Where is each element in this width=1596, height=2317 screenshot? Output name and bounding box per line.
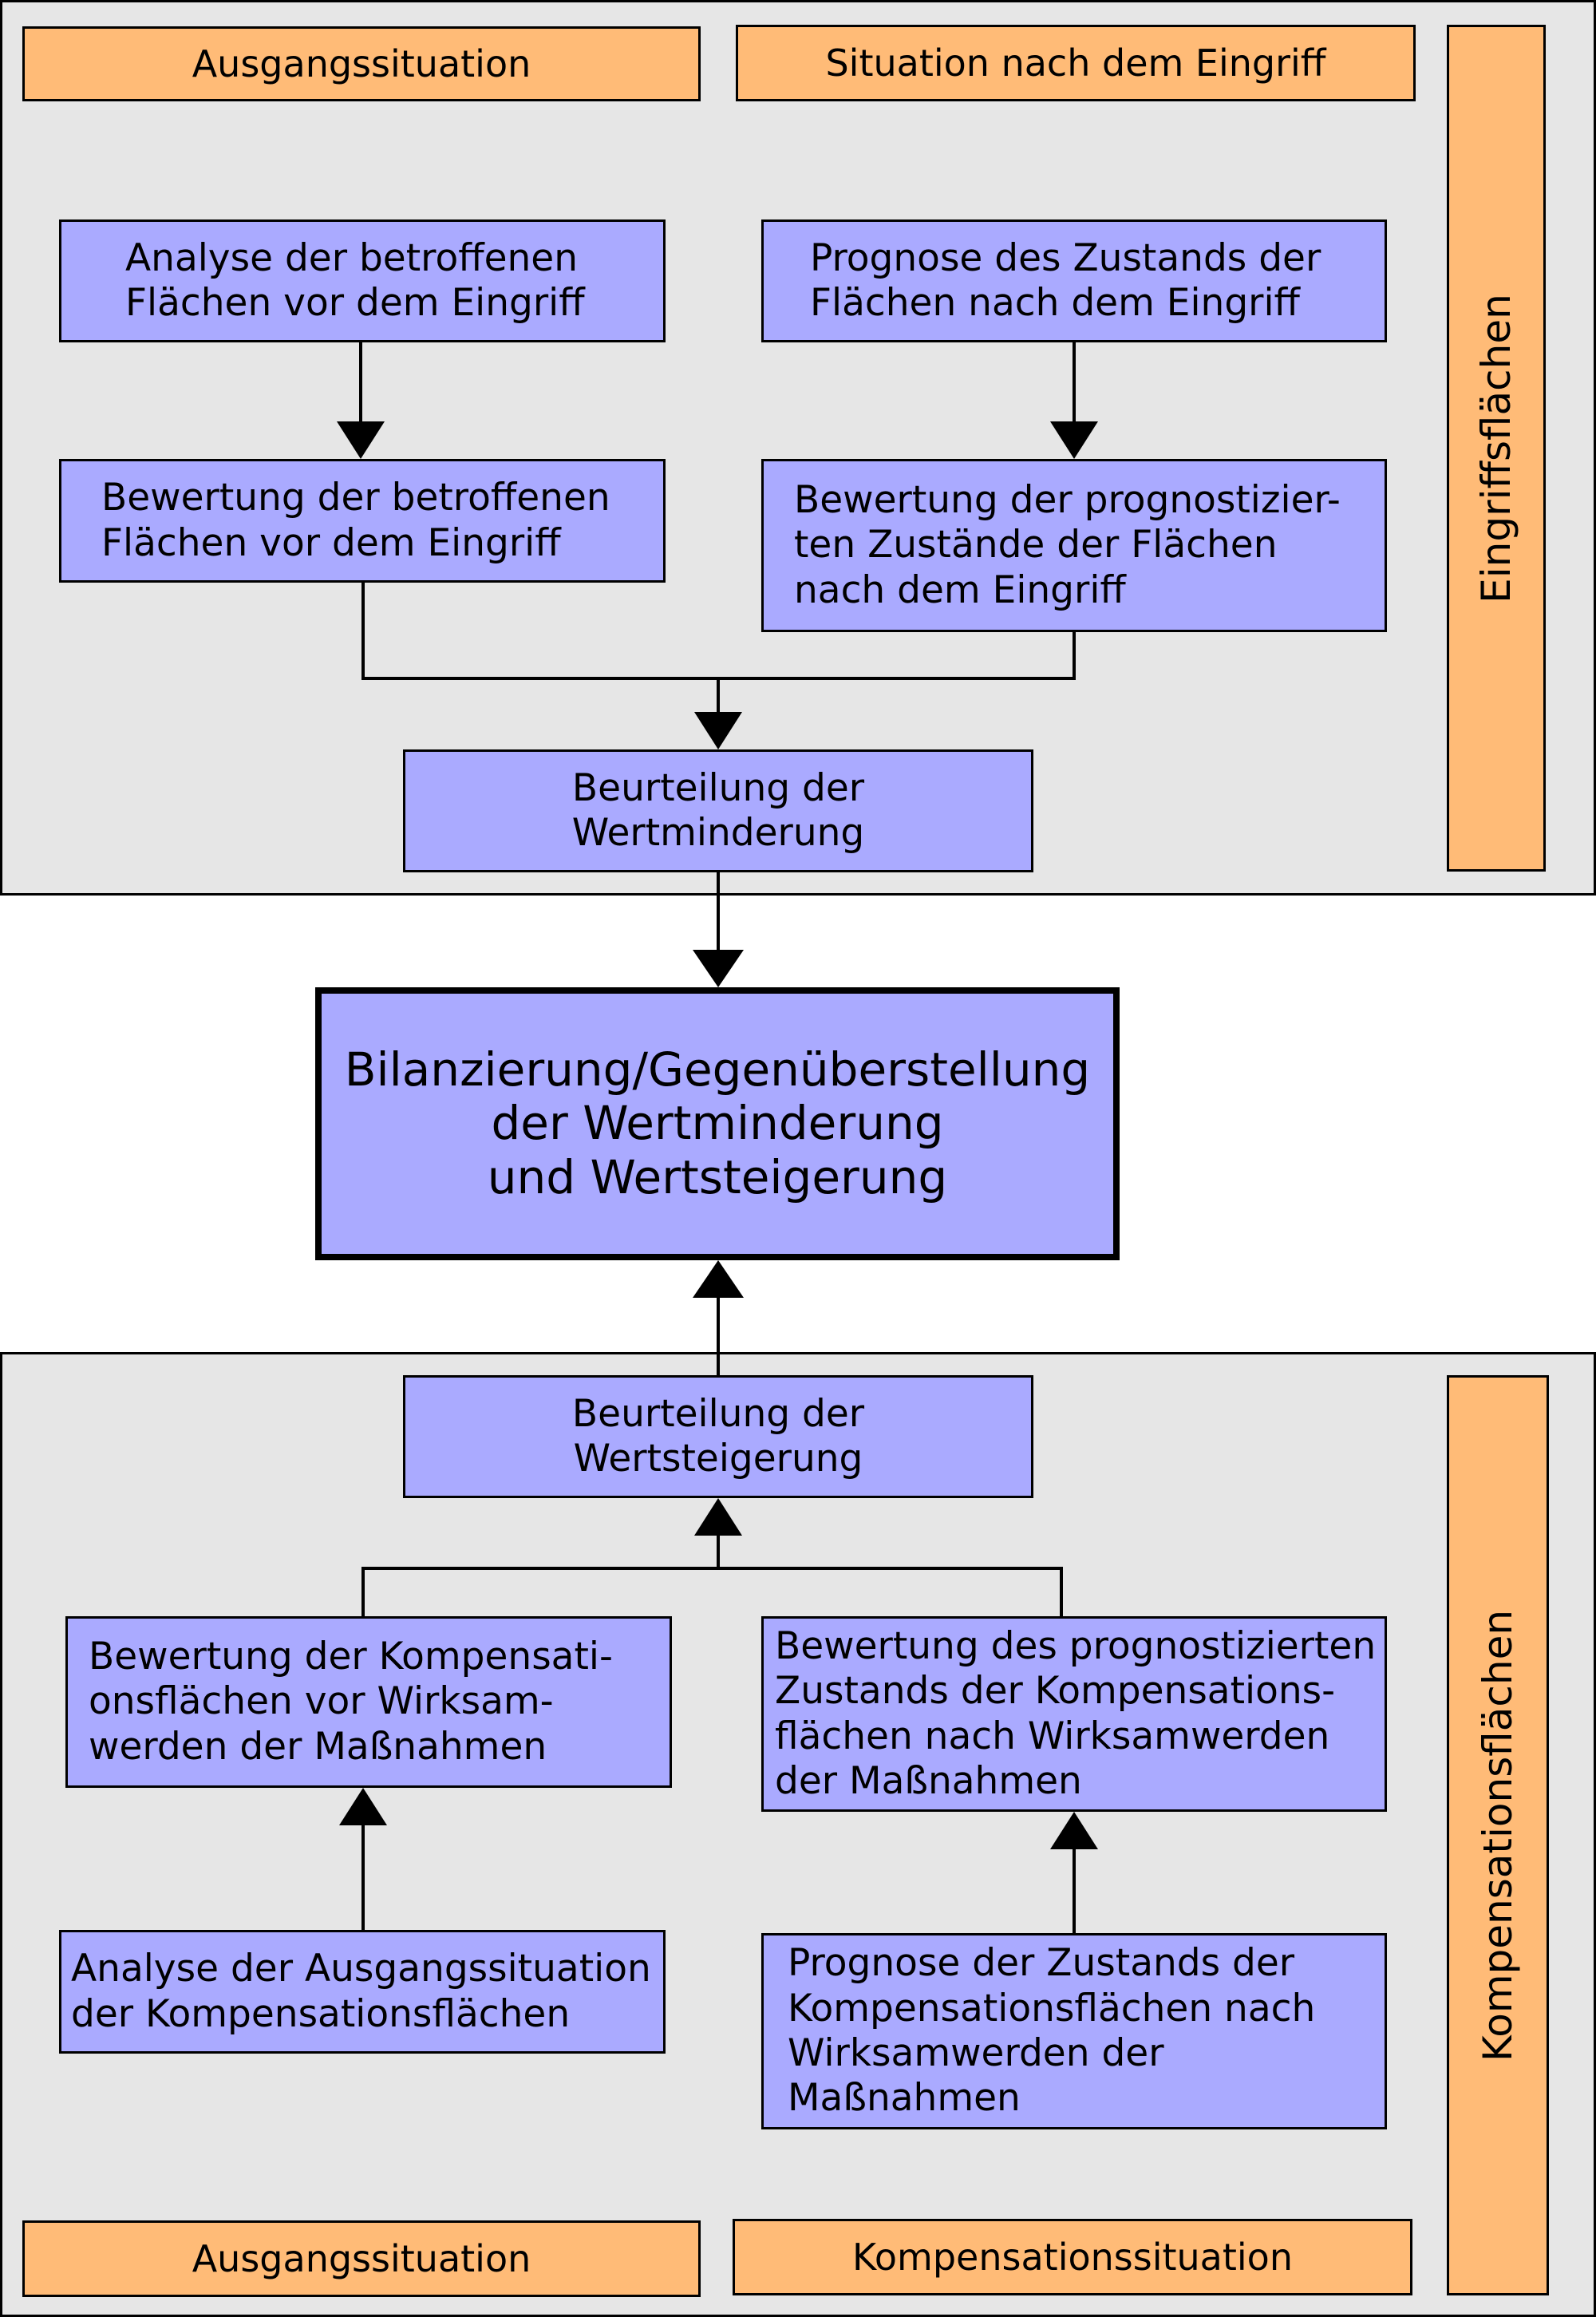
- side-label-kompensationsflaechen-text: Kompensationsflächen: [1475, 1609, 1521, 2062]
- box-beurteilung-wertsteigerung: Beurteilung der Wertsteigerung: [403, 1375, 1033, 1498]
- footer-ausgangssituation-bottom: Ausgangssituation: [22, 2220, 701, 2297]
- arrowhead-down-central: [693, 950, 744, 987]
- bottom-panel-kompensationsflaechen: [0, 1352, 1596, 2317]
- footer-kompensationssituation: Kompensationssituation: [733, 2219, 1412, 2295]
- box-analyse-ausgangssituation-kompensation: Analyse der Ausgangssituation der Kompen…: [59, 1930, 666, 2054]
- central-bilanzierung-box: Bilanzierung/Gegenüberstellung der Wertm…: [315, 987, 1120, 1260]
- top-panel-eingriffsflaechen: [0, 0, 1596, 896]
- arrowhead-up-central: [693, 1260, 744, 1298]
- box-bewertung-betroffene-flaechen: Bewertung der betroffenen Flächen vor de…: [59, 459, 666, 583]
- box-prognose-zustand-flaechen: Prognose des Zustands der Flächen nach d…: [761, 219, 1387, 342]
- header-situation-nach-eingriff: Situation nach dem Eingriff: [736, 25, 1416, 101]
- box-bewertung-prognostizierter-zustand-kompensation: Bewertung des prognostizierten Zustands …: [761, 1616, 1387, 1812]
- box-prognose-zustand-kompensation: Prognose der Zustands der Kompensationsf…: [761, 1933, 1387, 2129]
- header-ausgangssituation-top: Ausgangssituation: [22, 26, 701, 101]
- box-bewertung-kompensationsflaechen-vor: Bewertung der Kompensati- onsflächen vor…: [65, 1616, 672, 1788]
- box-beurteilung-wertminderung: Beurteilung der Wertminderung: [403, 749, 1033, 872]
- side-label-eingriffsflaechen: Eingriffsflächen: [1447, 25, 1546, 872]
- box-bewertung-prognostizierte-zustaende: Bewertung der prognostizier- ten Zuständ…: [761, 459, 1387, 632]
- side-label-eingriffsflaechen-text: Eingriffsflächen: [1473, 293, 1519, 603]
- side-label-kompensationsflaechen: Kompensationsflächen: [1447, 1375, 1549, 2295]
- box-analyse-betroffene-flaechen: Analyse der betroffenen Flächen vor dem …: [59, 219, 666, 342]
